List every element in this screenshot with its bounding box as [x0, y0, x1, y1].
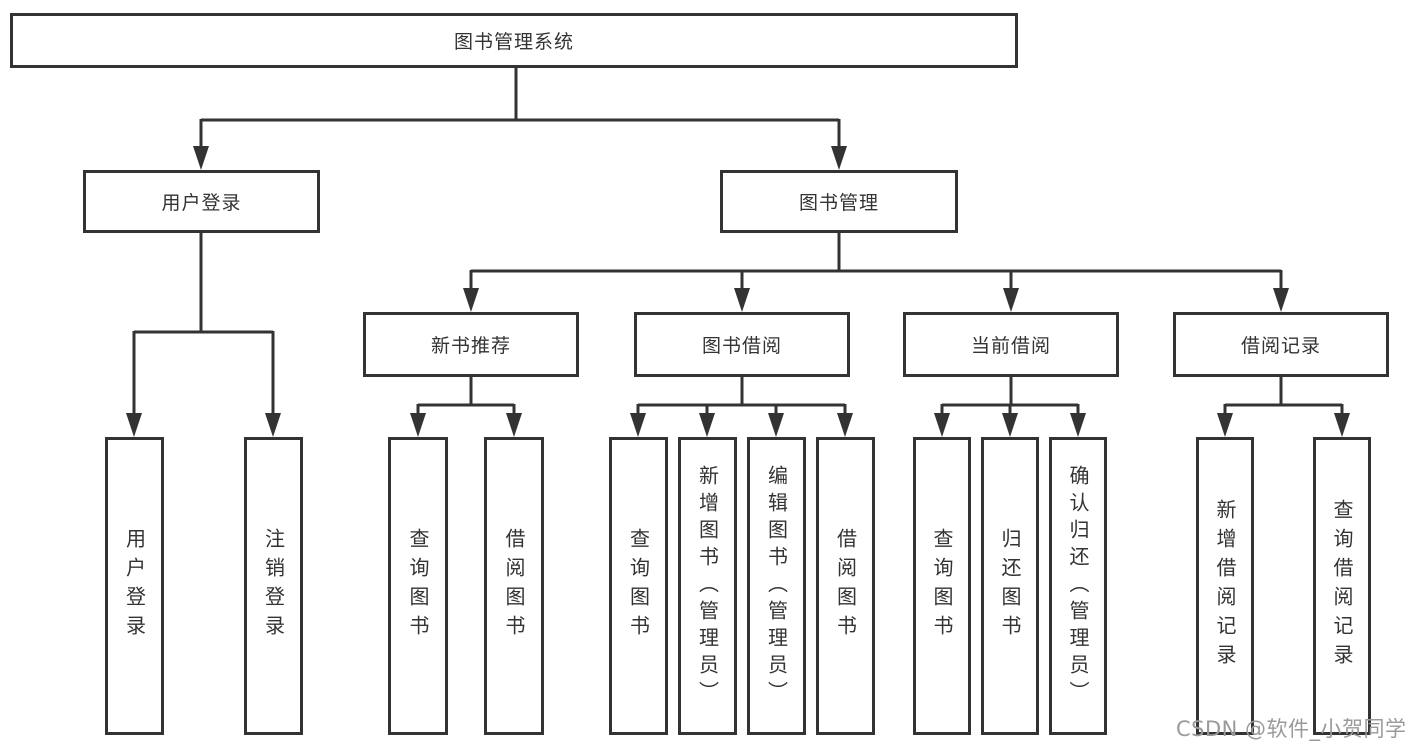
leaf-current-return-book-label: 归还图书	[998, 528, 1022, 644]
node-current-borrow: 当前借阅	[903, 312, 1119, 377]
leaf-records-add-record-label: 新增借阅记录	[1213, 499, 1237, 673]
node-current-borrow-label: 当前借阅	[970, 335, 1051, 357]
leaf-current-query-book-label: 查询图书	[930, 528, 954, 644]
leaf-borrow-borrow-book-label: 借阅图书	[833, 528, 858, 644]
leaf-recommend-borrow-book-label: 借阅图书	[502, 528, 526, 644]
leaf-recommend-borrow-book: 借阅图书	[484, 437, 544, 735]
node-user-login: 用户登录	[83, 170, 320, 233]
node-book-borrow-label: 图书借阅	[701, 335, 782, 357]
leaf-records-query-record: 查询借阅记录	[1313, 437, 1371, 735]
node-root-system: 图书管理系统	[10, 13, 1018, 68]
leaf-records-add-record: 新增借阅记录	[1196, 437, 1254, 735]
leaf-current-query-book: 查询图书	[913, 437, 971, 735]
node-user-login-label: 用户登录	[161, 192, 242, 214]
csdn-watermark: CSDN @软件_小贺同学	[1176, 717, 1405, 741]
leaf-borrow-query-book: 查询图书	[609, 437, 668, 735]
leaf-logout-label: 注销登录	[261, 528, 286, 644]
leaf-current-return-book: 归还图书	[981, 437, 1039, 735]
leaf-recommend-query-book: 查询图书	[388, 437, 448, 735]
arrowheads	[126, 146, 1350, 437]
leaf-borrow-add-book-admin-label: 新增图书（管理员）	[695, 464, 720, 708]
leaf-records-query-record-label: 查询借阅记录	[1330, 499, 1354, 673]
node-borrow-records: 借阅记录	[1173, 312, 1389, 377]
leaf-borrow-borrow-book: 借阅图书	[816, 437, 875, 735]
leaf-user-login-label: 用户登录	[122, 528, 147, 644]
leaf-recommend-query-book-label: 查询图书	[406, 528, 430, 644]
leaf-user-login: 用户登录	[105, 437, 164, 735]
node-new-book-recommend: 新书推荐	[363, 312, 579, 377]
leaf-borrow-edit-book-admin-label: 编辑图书（管理员）	[764, 464, 789, 708]
leaf-current-confirm-return-admin: 确认归还（管理员）	[1049, 437, 1107, 735]
node-borrow-records-label: 借阅记录	[1240, 335, 1321, 357]
leaf-borrow-edit-book-admin: 编辑图书（管理员）	[747, 437, 806, 735]
node-root-system-label: 图书管理系统	[453, 31, 574, 53]
leaf-borrow-query-book-label: 查询图书	[626, 528, 651, 644]
node-book-borrow: 图书借阅	[634, 312, 850, 377]
node-book-management: 图书管理	[720, 170, 958, 233]
node-new-book-recommend-label: 新书推荐	[430, 335, 511, 357]
leaf-borrow-add-book-admin: 新增图书（管理员）	[678, 437, 737, 735]
leaf-logout: 注销登录	[244, 437, 303, 735]
node-book-management-label: 图书管理	[798, 192, 879, 214]
leaf-current-confirm-return-admin-label: 确认归还（管理员）	[1066, 464, 1090, 708]
